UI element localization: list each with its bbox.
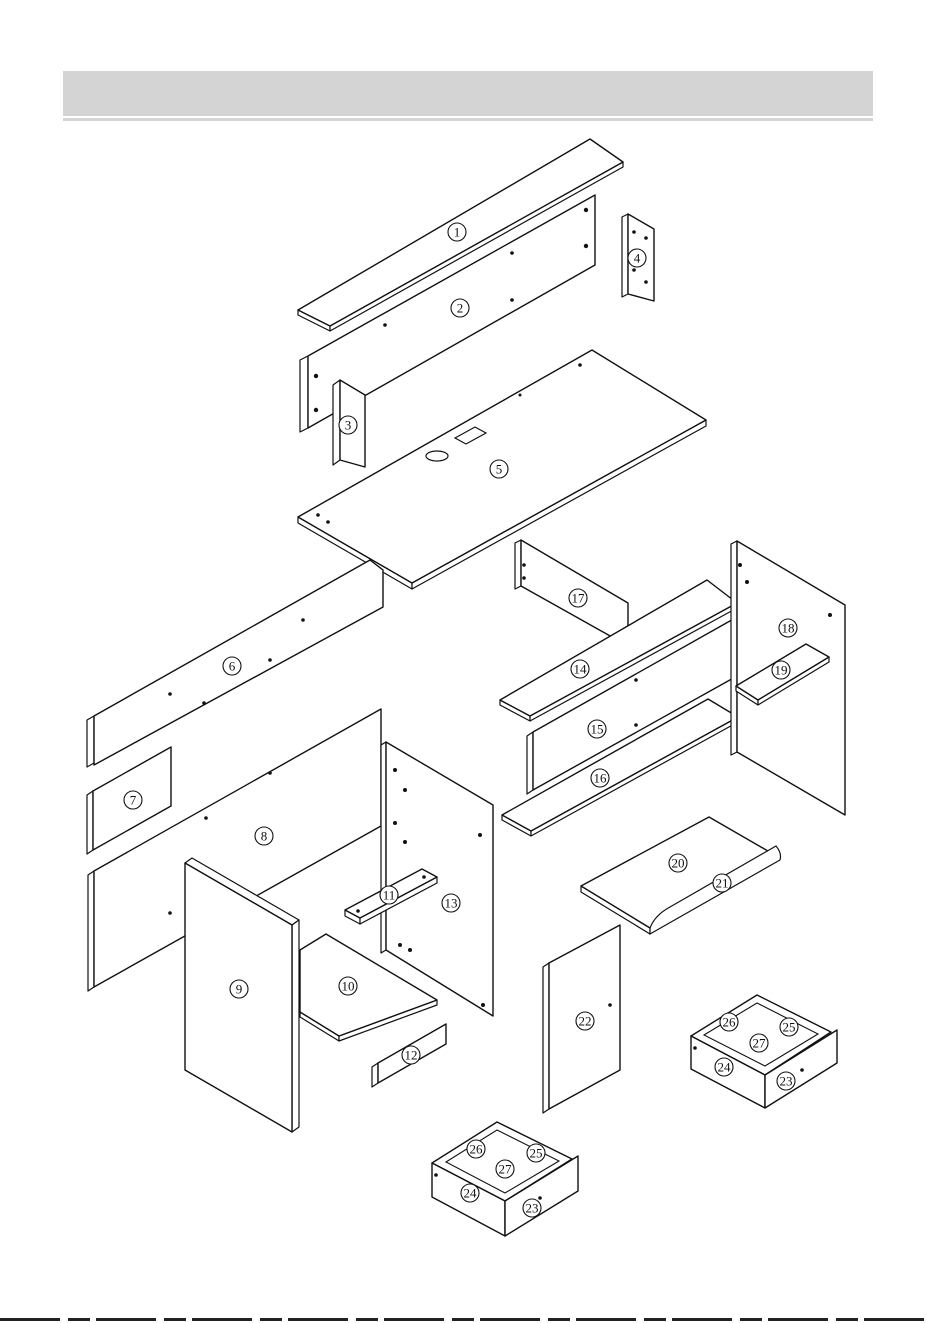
svg-text:10: 10 bbox=[342, 979, 355, 994]
badge-drawer1-27: 27 bbox=[750, 1034, 768, 1052]
badge-15: 15 bbox=[588, 720, 606, 738]
badge-18: 18 bbox=[779, 619, 797, 637]
drawer-2 bbox=[432, 1122, 578, 1236]
footer-dashed-rule bbox=[0, 1318, 932, 1321]
badge-drawer2-27: 27 bbox=[496, 1160, 514, 1178]
svg-text:22: 22 bbox=[579, 1014, 592, 1029]
svg-text:18: 18 bbox=[782, 621, 795, 636]
svg-text:6: 6 bbox=[229, 659, 236, 674]
svg-text:8: 8 bbox=[261, 829, 268, 844]
badge-17: 17 bbox=[569, 589, 587, 607]
svg-text:12: 12 bbox=[405, 1048, 418, 1063]
svg-text:1: 1 bbox=[454, 225, 461, 240]
badge-11: 11 bbox=[380, 886, 398, 904]
svg-text:3: 3 bbox=[345, 418, 352, 433]
svg-text:7: 7 bbox=[130, 793, 137, 808]
svg-text:23: 23 bbox=[526, 1201, 539, 1216]
svg-text:20: 20 bbox=[672, 856, 685, 871]
svg-text:24: 24 bbox=[718, 1060, 732, 1075]
svg-text:24: 24 bbox=[464, 1186, 478, 1201]
badge-10: 10 bbox=[339, 977, 357, 995]
svg-text:25: 25 bbox=[530, 1146, 543, 1161]
svg-text:27: 27 bbox=[753, 1036, 767, 1051]
svg-text:26: 26 bbox=[723, 1015, 737, 1030]
badge-6: 6 bbox=[223, 657, 241, 675]
badge-7: 7 bbox=[124, 791, 142, 809]
badge-4: 4 bbox=[628, 249, 646, 267]
svg-text:2: 2 bbox=[457, 301, 464, 316]
svg-text:16: 16 bbox=[594, 771, 608, 786]
svg-text:21: 21 bbox=[716, 876, 729, 891]
svg-text:9: 9 bbox=[236, 982, 243, 997]
badge-8: 8 bbox=[255, 827, 273, 845]
badge-20: 20 bbox=[669, 854, 687, 872]
badge-1: 1 bbox=[448, 223, 466, 241]
svg-text:13: 13 bbox=[445, 896, 458, 911]
badge-drawer2-24: 24 bbox=[461, 1184, 479, 1202]
badge-3: 3 bbox=[339, 416, 357, 434]
badge-drawer1-25: 25 bbox=[780, 1018, 798, 1036]
svg-text:11: 11 bbox=[383, 888, 396, 903]
svg-text:14: 14 bbox=[574, 662, 588, 677]
svg-text:26: 26 bbox=[470, 1142, 484, 1157]
badge-12: 12 bbox=[402, 1046, 420, 1064]
badge-9: 9 bbox=[230, 980, 248, 998]
svg-text:27: 27 bbox=[499, 1162, 513, 1177]
badge-14: 14 bbox=[571, 660, 589, 678]
svg-text:4: 4 bbox=[634, 251, 641, 266]
badge-19: 19 bbox=[772, 661, 790, 679]
badge-drawer2-23: 23 bbox=[523, 1199, 541, 1217]
badge-16: 16 bbox=[591, 769, 609, 787]
svg-text:15: 15 bbox=[591, 722, 604, 737]
badge-drawer1-26: 26 bbox=[720, 1013, 738, 1031]
drawer-1 bbox=[691, 995, 837, 1108]
badge-drawer2-25: 25 bbox=[527, 1144, 545, 1162]
badge-2: 2 bbox=[451, 299, 469, 317]
badge-drawer1-23: 23 bbox=[777, 1072, 795, 1090]
svg-text:19: 19 bbox=[775, 663, 788, 678]
svg-text:5: 5 bbox=[496, 462, 503, 477]
svg-text:23: 23 bbox=[780, 1074, 793, 1089]
badge-13: 13 bbox=[442, 894, 460, 912]
badge-22: 22 bbox=[576, 1012, 594, 1030]
svg-text:17: 17 bbox=[572, 591, 586, 606]
badge-drawer1-24: 24 bbox=[715, 1058, 733, 1076]
badge-5: 5 bbox=[490, 460, 508, 478]
badge-drawer2-26: 26 bbox=[467, 1140, 485, 1158]
svg-text:25: 25 bbox=[783, 1020, 796, 1035]
part-20-21-tray bbox=[581, 817, 781, 934]
badge-21: 21 bbox=[713, 874, 731, 892]
